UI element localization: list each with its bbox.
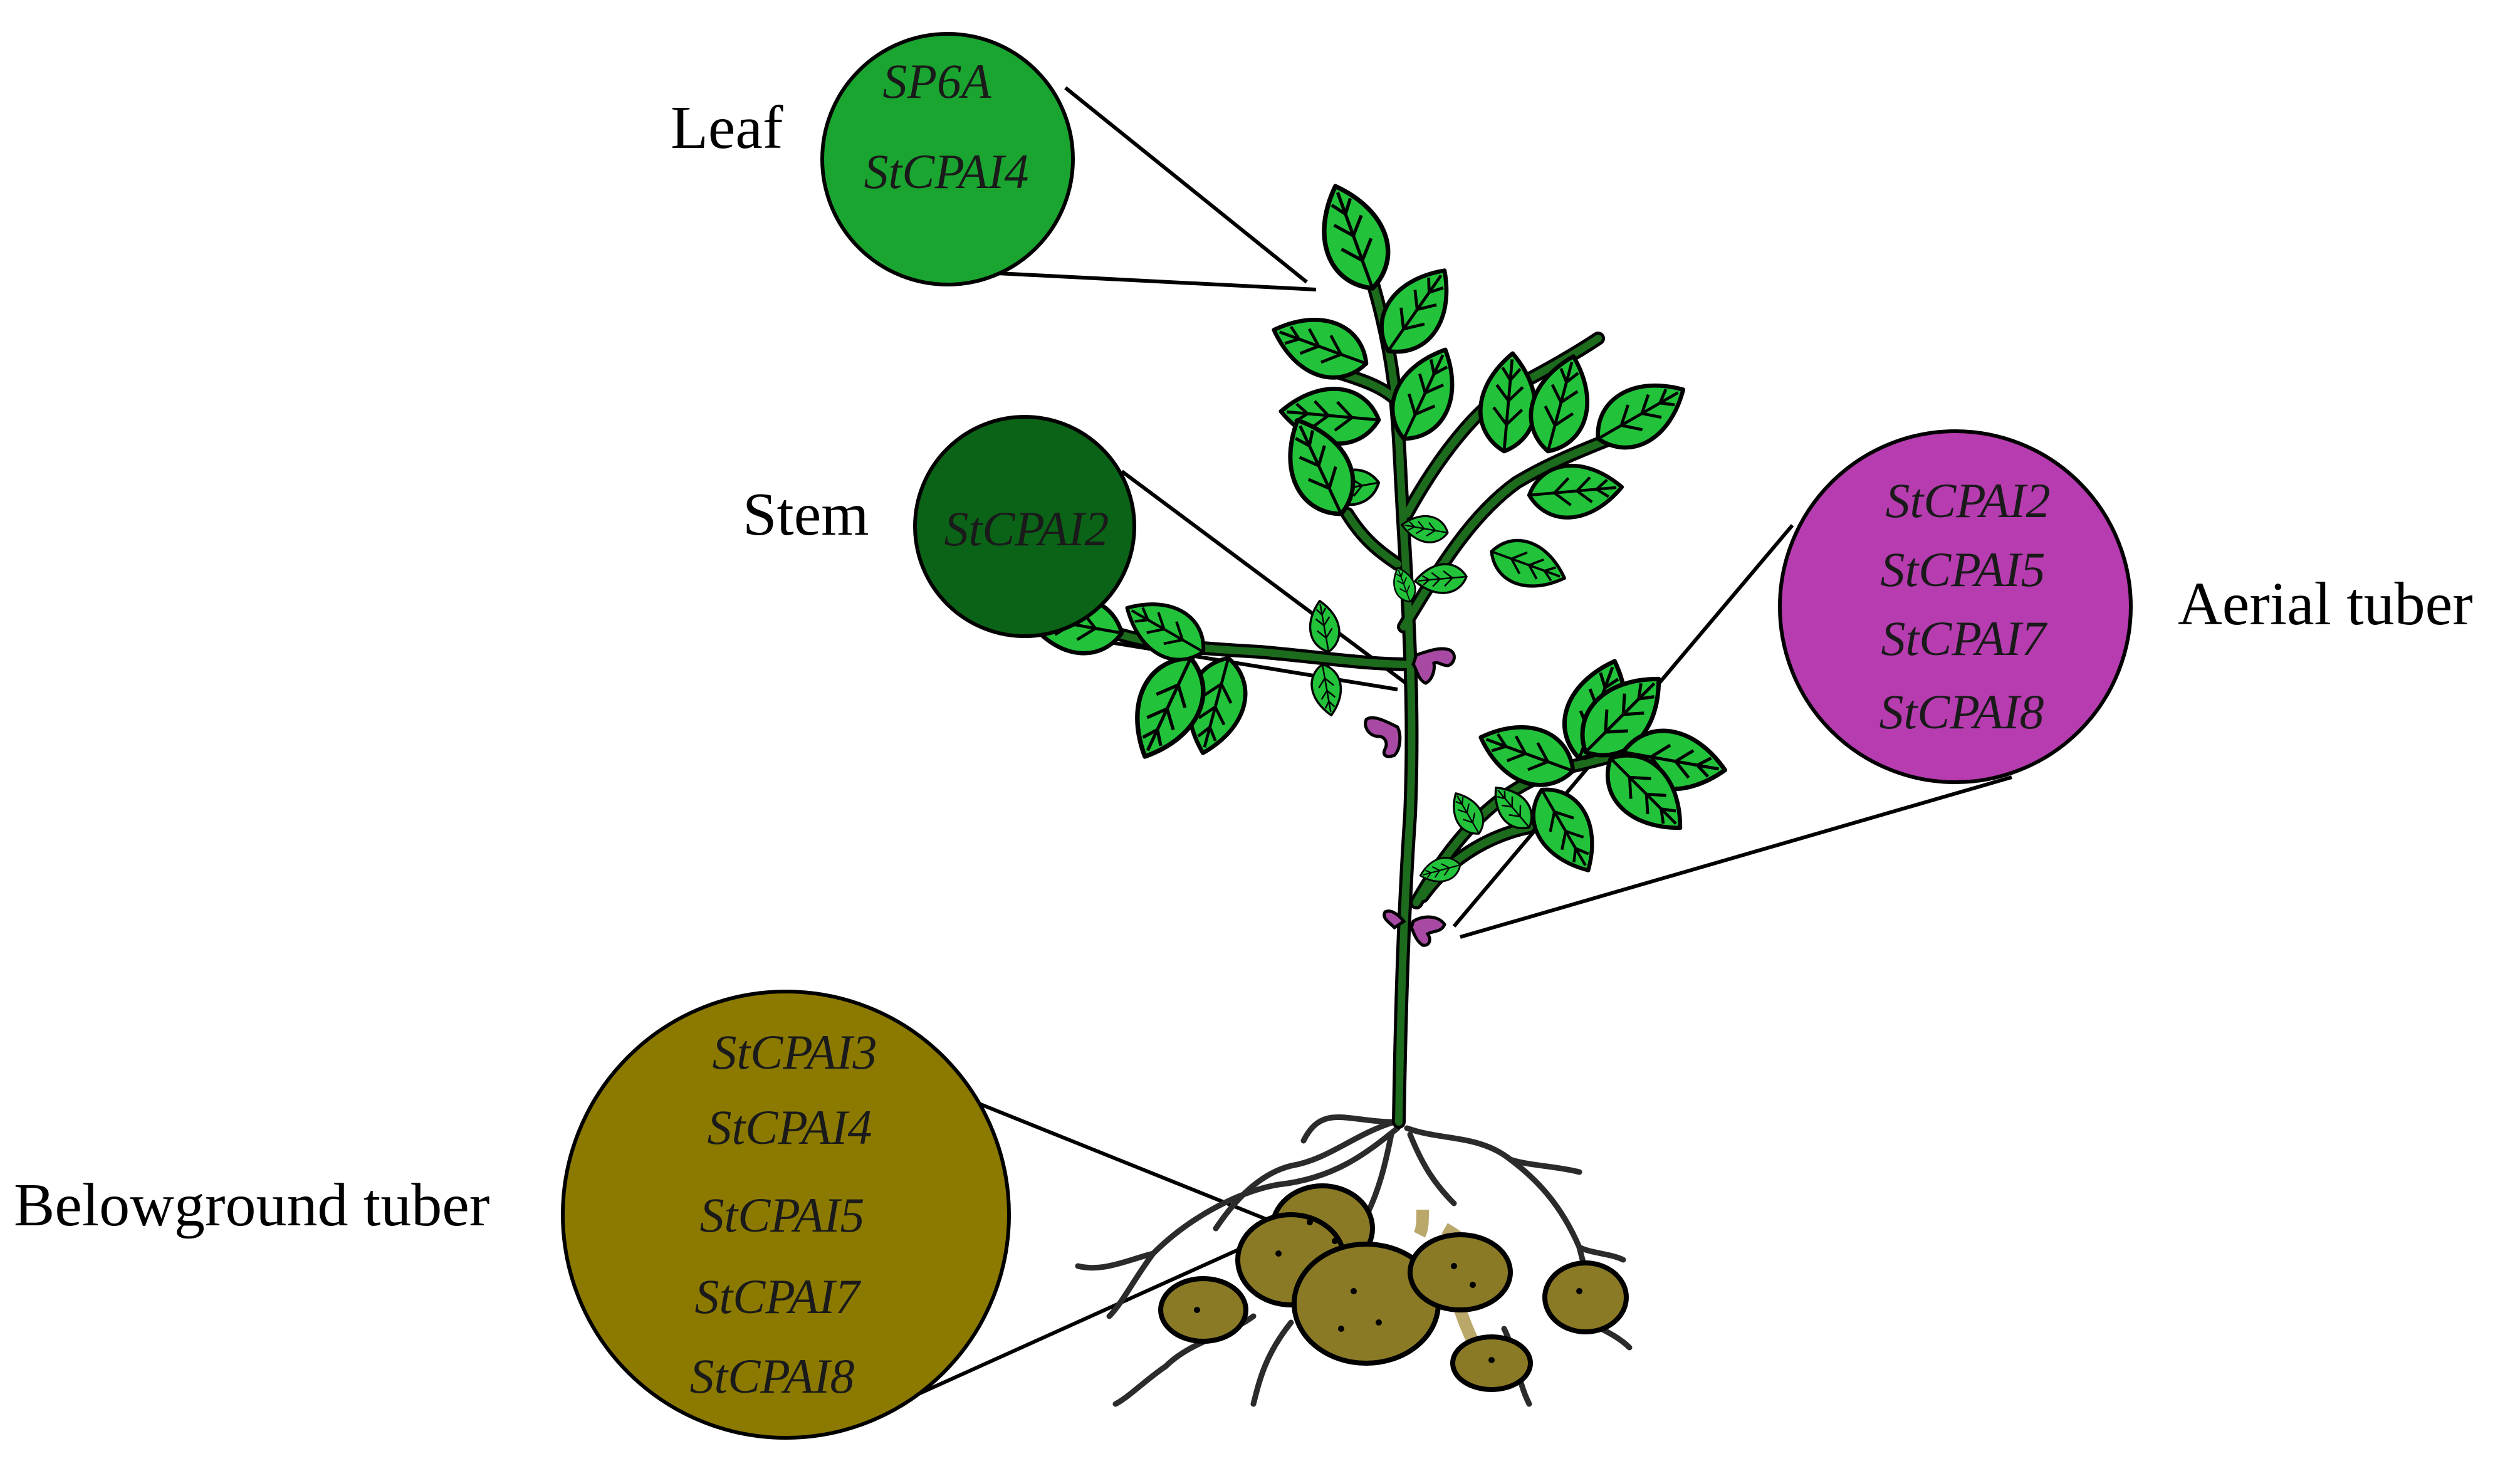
aerial-connector-bottom	[1460, 775, 2012, 939]
stem-connector-top	[1121, 469, 1411, 688]
belowground-gene: StCPAI8	[690, 1349, 855, 1403]
leaf	[1477, 351, 1540, 454]
tuber	[1408, 1232, 1513, 1312]
potato-plant	[1020, 176, 1730, 1407]
leaf-group: SP6A StCPAI4 Leaf	[671, 32, 1075, 286]
flowers	[1364, 647, 1456, 947]
belowground-gene: StCPAI3	[713, 1025, 877, 1079]
belowground-gene: StCPAI7	[695, 1269, 862, 1324]
leaf	[1304, 597, 1344, 656]
stem-circle	[913, 415, 1136, 638]
belowground-connector-top	[976, 1101, 1267, 1221]
belowground-label: Belowground tuber	[14, 1171, 489, 1239]
stem-label: Stem	[743, 481, 869, 548]
leaf	[1307, 176, 1401, 299]
aerial-group: StCPAI2 StCPAI5 StCPAI7 StCPAI8 Aerial t…	[1778, 429, 2473, 784]
leaf-gene: SP6A	[882, 54, 991, 108]
leaf-circle	[820, 32, 1075, 286]
leaf-label: Leaf	[671, 94, 783, 162]
belowground-connector-bottom	[895, 1230, 1280, 1406]
belowground-gene: StCPAI4	[708, 1100, 872, 1154]
stem-group: StCPAI2 Stem	[743, 415, 1136, 638]
belowground-circle	[561, 990, 1011, 1440]
leaf	[1307, 661, 1347, 719]
leaf	[1484, 531, 1572, 599]
aerial-gene: StCPAI8	[1880, 684, 2044, 739]
flower	[1411, 647, 1456, 685]
aerial-circle	[1778, 429, 2133, 784]
leaf-gene: StCPAI4	[864, 144, 1029, 199]
belowground-gene: StCPAI5	[700, 1188, 865, 1242]
flower	[1409, 915, 1446, 947]
stem-gene: StCPAI2	[944, 501, 1109, 556]
aerial-label: Aerial tuber	[2178, 570, 2473, 638]
tuber	[1542, 1260, 1629, 1334]
leaf	[1115, 587, 1215, 673]
flower	[1383, 909, 1406, 930]
tubers	[1158, 1183, 1629, 1392]
belowground-group: StCPAI3 StCPAI4 StCPAI5 StCPAI7 StCPAI8 …	[14, 990, 1011, 1440]
tuber	[1158, 1276, 1248, 1344]
leaf-connector-top	[1064, 86, 1308, 284]
aerial-gene: StCPAI7	[1881, 611, 2048, 666]
aerial-gene: StCPAI2	[1886, 473, 2051, 528]
flower	[1364, 716, 1402, 758]
connector-lines	[895, 86, 2012, 1406]
aerial-gene: StCPAI5	[1881, 542, 2046, 597]
